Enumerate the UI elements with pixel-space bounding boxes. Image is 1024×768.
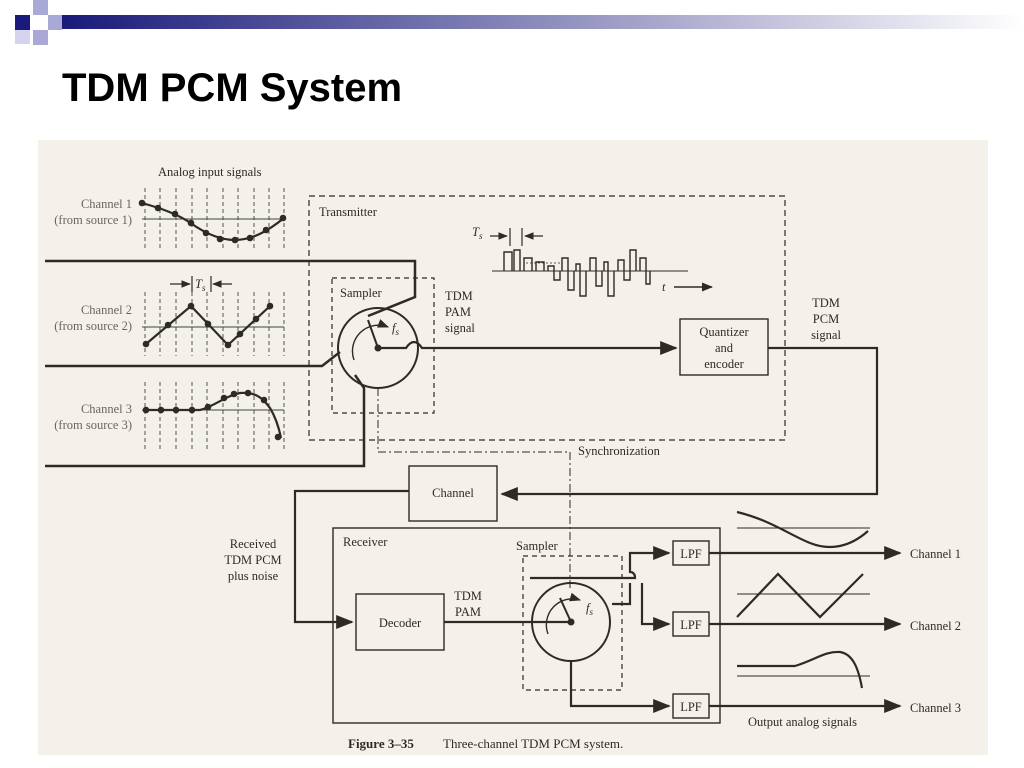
rx-sampler-label: Sampler <box>516 539 558 553</box>
channel-3-sample-dots <box>142 389 282 441</box>
input-channel-1-source: (from source 1) <box>54 213 132 227</box>
rx-fs-label: fs <box>586 601 593 617</box>
receiver-box <box>332 527 721 724</box>
lpf-3-label: LPF <box>680 700 702 714</box>
tx-fs-label: fs <box>392 321 399 337</box>
pcm-output-line <box>500 346 879 502</box>
tdm-pcm-signal-line1: TDM <box>812 296 840 310</box>
received-line2: TDM PCM <box>224 553 281 567</box>
channel-2-sample-dots <box>142 302 274 349</box>
rx-commutator-pivot <box>567 618 575 626</box>
pam-ts-label: Ts <box>472 225 483 241</box>
tdm-pam-signal-line3: signal <box>445 321 475 335</box>
transmitter-label: Transmitter <box>319 205 378 219</box>
deco-square-light <box>33 0 48 15</box>
channel-box <box>408 465 498 522</box>
synchronization-label: Synchronization <box>578 444 661 458</box>
channel-1-sample-dots <box>138 199 287 244</box>
input-channel-3-source: (from source 3) <box>54 418 132 432</box>
output-channel-3-label: Channel 3 <box>910 701 961 715</box>
synchronization-line <box>377 388 571 590</box>
input-ts-marker <box>170 276 232 292</box>
receiver-label: Receiver <box>343 535 388 549</box>
analog-input-label: Analog input signals <box>158 165 262 179</box>
quantizer-encoder-box <box>679 318 769 376</box>
input-channel-2-name: Channel 2 <box>81 303 132 317</box>
tdm-pcm-signal-line2: PCM <box>813 312 839 326</box>
figure-caption: Three-channel TDM PCM system. <box>443 736 623 751</box>
deco-square-light <box>33 30 48 45</box>
quantizer-line2: and <box>715 341 734 355</box>
scan-background <box>38 140 988 755</box>
rx-tdm-pam-line2: PAM <box>455 605 481 619</box>
output-analog-signals-label: Output analog signals <box>748 715 857 729</box>
input-channel-3-name: Channel 3 <box>81 402 132 416</box>
header-gradient-bar <box>62 15 1024 29</box>
tx-rotation-arrow <box>351 319 390 361</box>
slide-title: TDM PCM System <box>62 66 403 110</box>
quantizer-line3: encoder <box>704 357 744 371</box>
slide-corner-decoration <box>15 0 1024 45</box>
rx-output-ch2-line <box>612 583 669 624</box>
rx-commutator-arm <box>559 597 572 623</box>
channel-3-waveform <box>146 391 283 439</box>
lpf-2-box <box>672 611 710 637</box>
received-line1: Received <box>230 537 277 551</box>
lpf-2-label: LPF <box>680 618 702 632</box>
time-axis-label: t <box>662 280 666 294</box>
tx-sampler-box <box>331 277 435 414</box>
lpf-1-label: LPF <box>680 547 702 561</box>
deco-square-faint <box>15 30 30 44</box>
rx-output-ch3-line <box>569 661 671 714</box>
rx-tdm-pam-line1: TDM <box>454 589 482 603</box>
channel-1-waveform <box>141 201 285 242</box>
channel-label: Channel <box>432 486 474 500</box>
channel-1-input-line <box>45 259 417 318</box>
output-waveforms <box>736 510 870 689</box>
deco-square-light <box>48 15 62 30</box>
figure-number: Figure 3–35 <box>348 736 414 751</box>
channel-2-input-line <box>45 351 341 368</box>
decoder-label: Decoder <box>379 616 422 630</box>
tx-pam-output-line <box>378 340 678 356</box>
pam-ts-marker <box>490 228 543 246</box>
quantizer-line1: Quantizer <box>699 325 749 339</box>
output-channel-2-label: Channel 2 <box>910 619 961 633</box>
tdm-pcm-signal-line3: signal <box>811 328 841 342</box>
tdm-pam-waveform-sketch <box>492 249 688 297</box>
input-ts-label: Ts <box>195 277 206 293</box>
input-channel-2-source: (from source 2) <box>54 319 132 333</box>
tx-sampler-label: Sampler <box>340 286 382 300</box>
rx-output-ch1-line <box>530 545 671 580</box>
rx-rotation-arrow <box>545 592 582 635</box>
output-channel-1-label: Channel 1 <box>910 547 961 561</box>
deco-square-dark <box>15 15 30 30</box>
lpf-3-box <box>672 693 710 719</box>
received-line3: plus noise <box>228 569 279 583</box>
channel-3-input-line <box>45 374 366 468</box>
channel-to-decoder-line <box>293 489 409 630</box>
tx-commutator-arm <box>367 319 379 349</box>
tdm-pam-signal-line2: PAM <box>445 305 471 319</box>
decoder-box <box>355 593 445 651</box>
input-channel-1-name: Channel 1 <box>81 197 132 211</box>
tdm-pam-signal-line1: TDM <box>445 289 473 303</box>
rx-sampler-box <box>522 555 623 691</box>
